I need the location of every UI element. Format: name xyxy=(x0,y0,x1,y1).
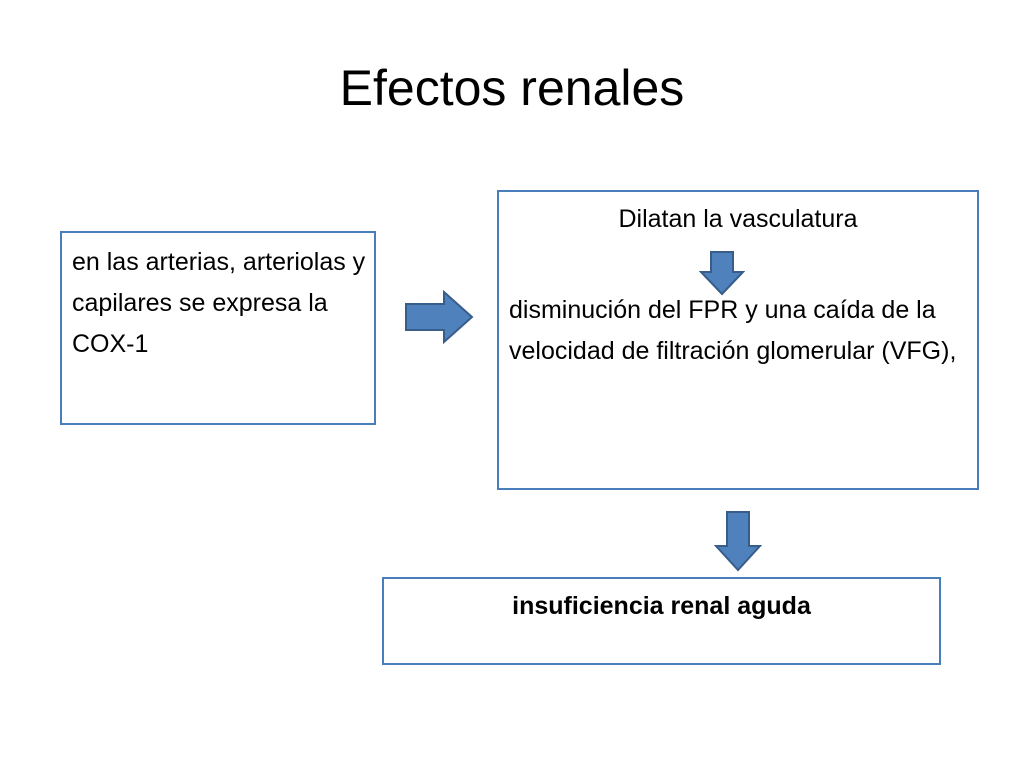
outcome-text: insuficiencia renal aguda xyxy=(512,592,811,620)
slide-title: Efectos renales xyxy=(339,60,685,116)
outcome-box: insuficiencia renal aguda xyxy=(382,577,941,665)
down-arrow-icon xyxy=(699,251,745,296)
filtration-decrease-text: disminución del FPR y una caída de la ve… xyxy=(509,296,957,365)
vasculature-box: Dilatan la vasculatura disminución del F… xyxy=(497,190,979,490)
right-arrow-icon xyxy=(405,290,474,344)
down-arrow-icon xyxy=(714,511,762,572)
vasculature-dilation-text: Dilatan la vasculatura xyxy=(618,205,858,233)
cox-expression-text: en las arterias, arteriolas y capilares … xyxy=(72,248,366,358)
cox-expression-box: en las arterias, arteriolas y capilares … xyxy=(60,231,376,425)
